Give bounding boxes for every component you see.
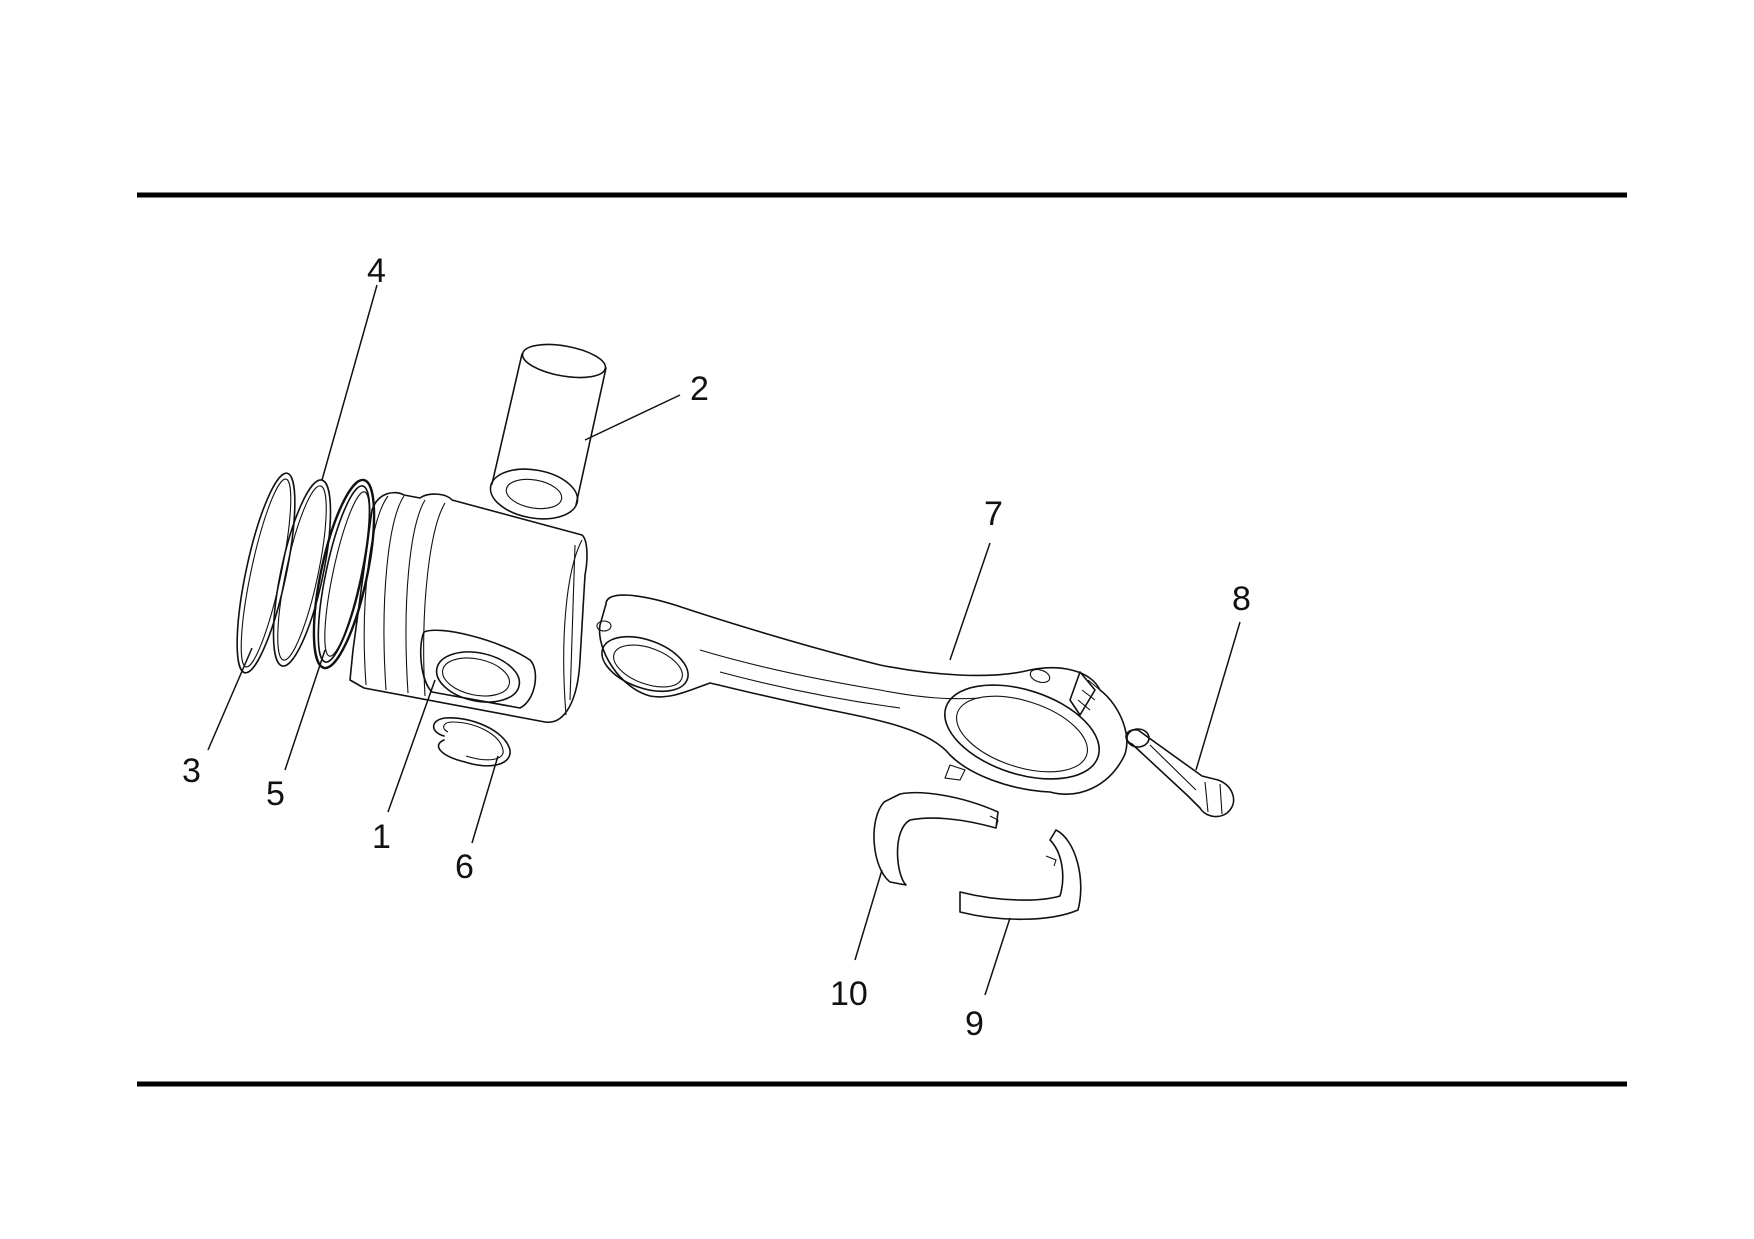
callout-6: 6	[455, 848, 474, 886]
callout-7: 7	[984, 495, 1003, 533]
leader-6	[471, 755, 499, 844]
circlip-6	[432, 717, 511, 767]
leader-2	[584, 394, 681, 441]
leader-lines	[207, 284, 1241, 996]
callout-10: 10	[830, 975, 868, 1013]
callout-8: 8	[1232, 580, 1251, 618]
leader-5	[284, 649, 326, 771]
callout-4: 4	[367, 252, 386, 290]
leader-8	[1195, 621, 1241, 771]
leader-4	[321, 284, 378, 481]
piston-1	[349, 491, 588, 723]
leader-10	[854, 869, 883, 961]
bearing-shell-10	[873, 791, 999, 886]
piston-ring-4	[272, 479, 332, 667]
callout-3: 3	[182, 752, 201, 790]
leader-3	[207, 647, 253, 751]
leader-7	[949, 542, 991, 661]
connecting-rod-7	[596, 594, 1128, 795]
callout-5: 5	[266, 775, 285, 813]
piston-ring-3	[236, 472, 296, 674]
callout-1: 1	[372, 818, 391, 856]
rod-bolt-8	[1125, 728, 1235, 818]
callout-9: 9	[965, 1005, 984, 1043]
bearing-shell-9	[959, 829, 1082, 921]
leader-1	[387, 679, 436, 813]
callout-2: 2	[690, 370, 709, 408]
leader-9	[984, 917, 1011, 996]
piston-pin-2	[489, 343, 607, 520]
